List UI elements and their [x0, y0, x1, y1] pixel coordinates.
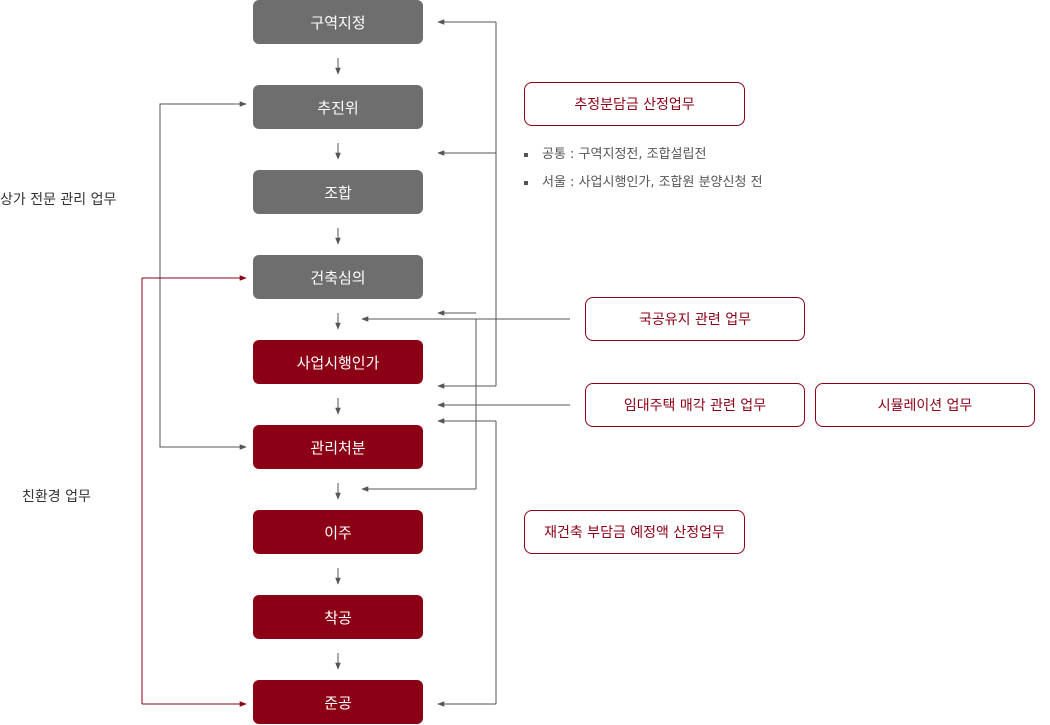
commercial-management-label: 상가 전문 관리 업무: [0, 192, 117, 208]
step-management-disposal: 관리처분: [253, 425, 423, 469]
simulation-box: 시뮬레이션 업무: [815, 383, 1035, 427]
step-architecture-review: 건축심의: [253, 255, 423, 299]
note-common: 공통 : 구역지정전, 조합설립전: [524, 144, 763, 172]
commercial-bracket: [159, 103, 246, 448]
step-construction-start: 착공: [253, 595, 423, 639]
step-zone-designation: 구역지정: [253, 0, 423, 44]
step-completion: 준공: [253, 680, 423, 724]
step-association: 조합: [253, 170, 423, 214]
eco-bracket: [141, 275, 247, 707]
step-relocation: 이주: [253, 510, 423, 554]
note-seoul: 서울 : 사업시행인가, 조합원 분양신청 전: [524, 172, 763, 200]
step-promotion-committee: 추진위: [253, 85, 423, 129]
estimate-notes: 공통 : 구역지정전, 조합설립전 서울 : 사업시행인가, 조합원 분양신청 …: [524, 144, 763, 200]
estimate-box: 추정분담금 산정업무: [524, 82, 745, 126]
step-project-approval: 사업시행인가: [253, 340, 423, 384]
rental-housing-box: 임대주택 매각 관련 업무: [585, 383, 805, 427]
eco-friendly-label: 친환경 업무: [22, 489, 91, 505]
state-land-box: 국공유지 관련 업무: [585, 297, 805, 341]
reconstruction-charge-box: 재건축 부담금 예정액 산정업무: [524, 510, 745, 554]
